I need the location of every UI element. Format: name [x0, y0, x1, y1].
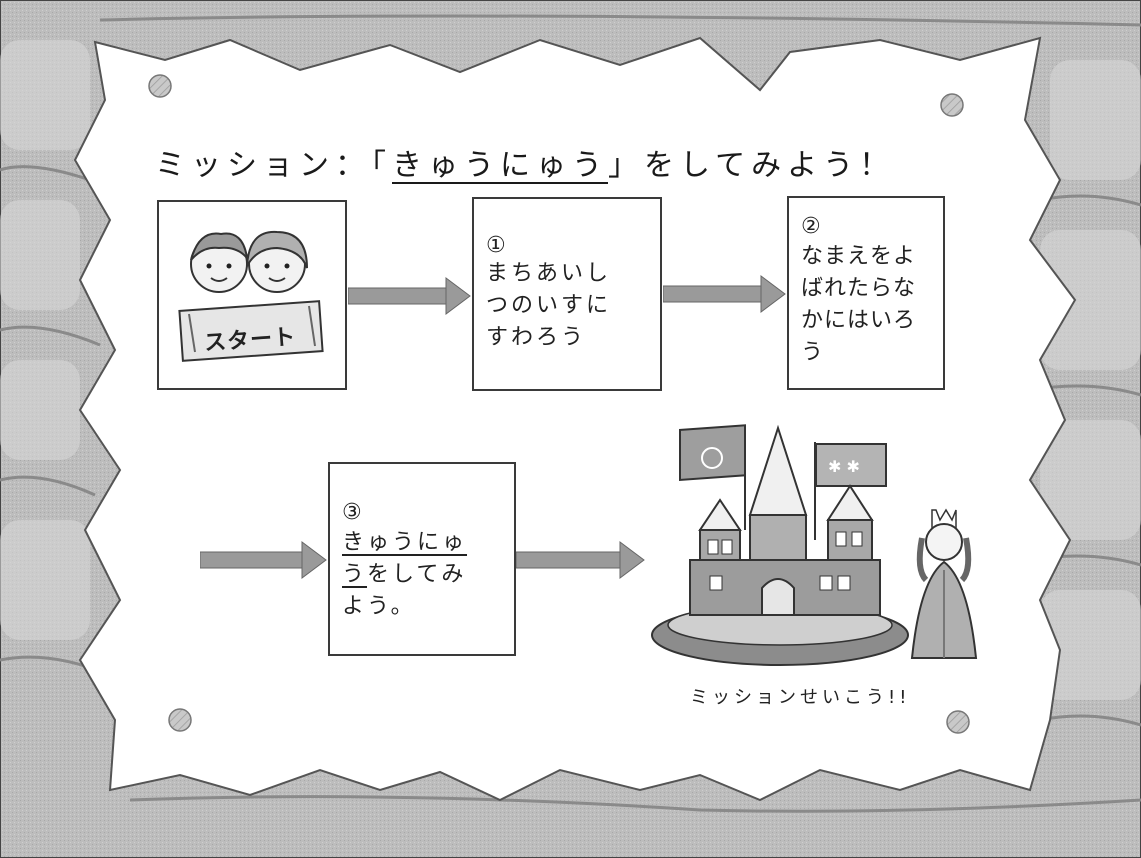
step-2-card: ② なまえをよ ばれたらな かにはいろ う	[787, 196, 945, 390]
step-2-line-3: かにはいろ	[801, 308, 917, 333]
step-2-number: ②	[801, 214, 824, 239]
step-3-underlined-b: う	[342, 562, 368, 587]
step-1-line-2: つのいすに	[486, 293, 612, 318]
step-1-line-1: まちあいし	[486, 261, 612, 286]
start-sign-text: スタート	[203, 324, 297, 357]
arrow-step3-to-goal	[516, 541, 645, 579]
step-3-line-3: よう。	[342, 594, 416, 619]
step-1-line-3: すわろう	[486, 325, 587, 350]
arrow-step1-to-step2	[663, 275, 786, 313]
title-prefix: ミッション：「	[155, 148, 392, 183]
arrow-to-step3	[200, 541, 327, 579]
step-1-number: ①	[486, 233, 509, 258]
step-3-line-1: きゅうにゅ	[342, 528, 467, 558]
mission-success-label: ミッションせいこう!!	[690, 687, 911, 708]
step-3-underlined-a: きゅうにゅ	[342, 530, 468, 555]
step-2-line-4: う	[801, 340, 827, 365]
step-2-line-1: なまえをよ	[801, 244, 917, 269]
children-start-icon	[178, 230, 324, 362]
step-3-card: ③ きゅうにゅ うをしてみ よう。	[328, 462, 516, 656]
title-suffix: 」をしてみよう！	[608, 148, 896, 183]
castle-princess-icon: ✱ ✱	[651, 424, 978, 666]
arrow-start-to-step1	[348, 277, 471, 315]
step-3-line-2: うをしてみ	[342, 560, 466, 590]
step-2-line-2: ばれたらな	[801, 276, 917, 301]
step-1-card: ① まちあいし つのいすに すわろう	[472, 197, 662, 391]
step-3-rest-b: をしてみ	[367, 562, 467, 587]
svg-text:✱ ✱: ✱ ✱	[828, 457, 860, 476]
start-card: スタート	[157, 200, 347, 390]
mission-title: ミッション：「きゅうにゅう」をしてみよう！	[155, 140, 895, 184]
title-keyword: きゅうにゅう	[392, 148, 608, 183]
step-3-number: ③	[342, 500, 365, 525]
